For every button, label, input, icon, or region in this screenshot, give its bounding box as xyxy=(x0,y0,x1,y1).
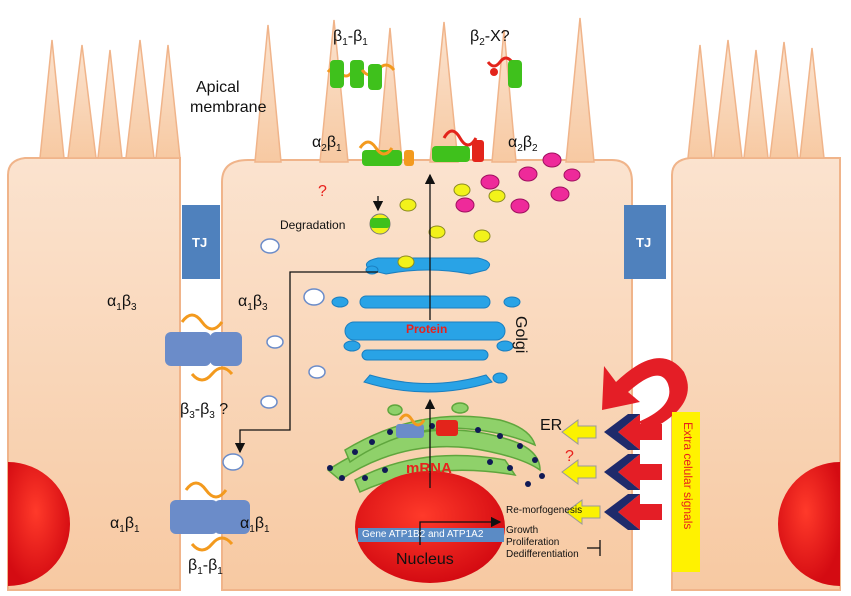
extra-signal-box xyxy=(672,412,700,572)
pink-vesicles xyxy=(455,152,581,214)
gene-box xyxy=(358,528,504,542)
question-mark-right: ? xyxy=(565,448,574,465)
question-mark-top: ? xyxy=(318,183,327,200)
protein-complex-alpha1-beta3 xyxy=(165,313,242,382)
label-beta1-beta1-bottom: β1-β1 xyxy=(188,557,223,578)
empty-vesicles xyxy=(222,238,326,471)
label-alpha2-beta2: α2β2 xyxy=(508,134,538,155)
signal-arrow-row-3 xyxy=(565,494,662,530)
protein-label: Protein xyxy=(406,322,448,336)
signal-loop-arrow xyxy=(602,358,688,430)
proliferation-label: Proliferation xyxy=(506,537,560,548)
growth-label: Growth xyxy=(506,525,539,536)
nucleus xyxy=(355,471,505,583)
protein-complex-beta2-x xyxy=(486,56,522,88)
protein-complex-degradation xyxy=(369,213,391,235)
label-beta2-x: β2-X? xyxy=(470,28,510,49)
tight-junction-right xyxy=(624,205,666,279)
protein-complex-er xyxy=(396,413,458,438)
transport-arrows xyxy=(234,173,601,556)
degradation-label: Degradation xyxy=(280,218,346,232)
label-alpha1-beta1-right: α1β1 xyxy=(240,515,270,536)
right-cell xyxy=(671,39,841,591)
signal-arrow-row-1 xyxy=(561,414,662,450)
label-beta1-beta1-top: β1-β1 xyxy=(333,28,368,49)
tight-junction-left xyxy=(182,205,220,279)
right-nucleus-fragment xyxy=(778,462,840,586)
tj-left-label: TJ xyxy=(192,235,208,250)
golgi-label: Golgi xyxy=(512,316,529,354)
gene-label: Gene ATP1B2 and ATP1A2 xyxy=(362,529,484,540)
protein-complex-alpha1-beta1 xyxy=(170,481,250,552)
tj-right-label: TJ xyxy=(636,235,652,250)
label-alpha2-beta1: α2β1 xyxy=(312,134,342,155)
label-alpha1-beta1-left: α1β1 xyxy=(110,515,140,536)
dedifferentiation-label: Dedifferentiation xyxy=(506,549,579,560)
mrna-label: mRNA xyxy=(406,460,452,477)
left-cell xyxy=(7,39,181,591)
label-alpha1-beta3-left: α1β3 xyxy=(107,293,137,314)
golgi-apparatus xyxy=(331,257,521,393)
yellow-vesicles xyxy=(397,183,506,269)
protein-complex-beta1-beta1-top xyxy=(326,60,396,90)
label-alpha1-beta3-right: α1β3 xyxy=(238,293,268,314)
signal-arrow-row-2 xyxy=(561,454,662,490)
protein-complex-alpha2-beta1 xyxy=(358,140,414,166)
left-nucleus-fragment xyxy=(8,462,70,586)
label-beta3-beta3: β3-β3 ? xyxy=(180,401,229,422)
er-label: ER xyxy=(540,417,563,434)
apical-membrane-label-line1: Apical xyxy=(196,79,240,96)
protein-complex-alpha2-beta2 xyxy=(432,129,484,162)
nucleus-label: Nucleus xyxy=(396,551,454,568)
re-morfogenesis-label: Re-morfogenesis xyxy=(506,505,583,516)
extra-signals-label: Extra celular signals xyxy=(681,422,695,530)
apical-membrane-label-line2: membrane xyxy=(190,99,267,116)
